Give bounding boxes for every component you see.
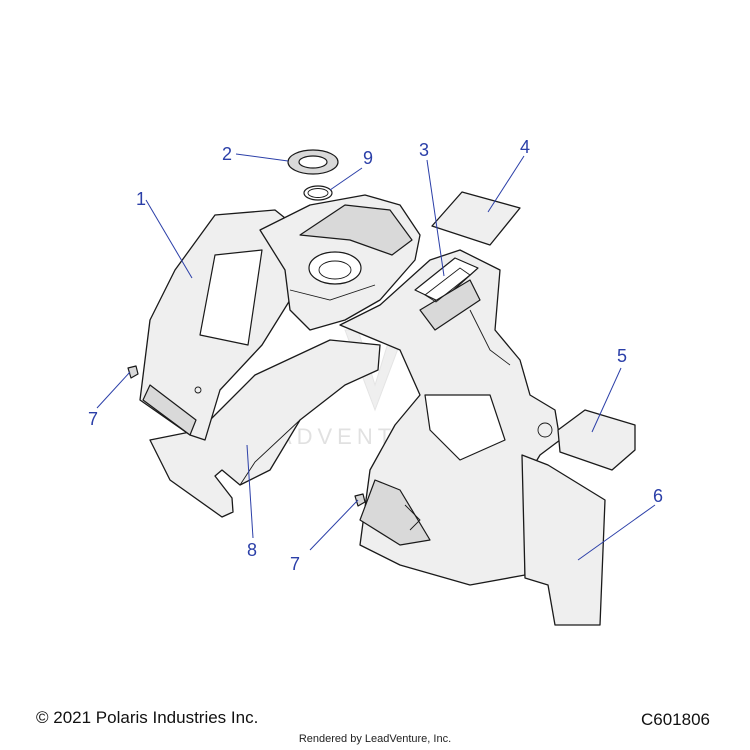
callout-7-left: 7 xyxy=(88,409,98,429)
callout-5: 5 xyxy=(617,346,627,366)
part-3-bezel xyxy=(414,257,481,331)
copyright-notice: © 2021 Polaris Industries Inc. xyxy=(36,708,259,727)
part-5-decal xyxy=(557,409,636,471)
part-9-seal xyxy=(303,185,333,201)
callout-8: 8 xyxy=(247,540,257,560)
leader-lines xyxy=(96,153,656,561)
part-7-screw-left xyxy=(127,365,139,379)
part-4-decal xyxy=(431,191,521,246)
callout-labels: 1 2 9 3 4 5 7 6 8 7 xyxy=(88,137,663,574)
right-side-panel xyxy=(339,249,561,586)
part-2-filler-ring xyxy=(287,149,339,175)
callout-4: 4 xyxy=(520,137,530,157)
diagram-id: C601806 xyxy=(640,710,710,729)
callout-1: 1 xyxy=(136,189,146,209)
callout-9: 9 xyxy=(363,148,373,168)
center-shroud xyxy=(259,194,421,331)
callout-7-right: 7 xyxy=(290,554,300,574)
callout-3: 3 xyxy=(419,140,429,160)
part-1-side-panel xyxy=(139,209,301,441)
part-8-panel xyxy=(149,339,381,518)
callout-2: 2 xyxy=(222,144,232,164)
part-7-screw-right xyxy=(354,493,366,507)
callout-6: 6 xyxy=(653,486,663,506)
rendered-by-credit: Rendered by LeadVenture, Inc. xyxy=(298,733,452,745)
part-6-panel xyxy=(521,454,606,626)
